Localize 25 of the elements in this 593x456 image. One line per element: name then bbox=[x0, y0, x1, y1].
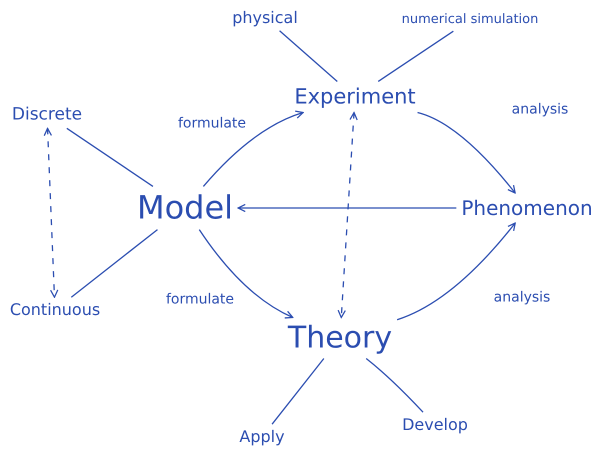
connector-line bbox=[378, 30, 454, 82]
arrow bbox=[237, 204, 456, 212]
concept-label: Apply bbox=[237, 427, 287, 447]
edge-label: analysis bbox=[492, 290, 552, 306]
arrow bbox=[396, 222, 516, 320]
edge-label: analysis bbox=[510, 102, 570, 118]
concept-label: numerical simulation bbox=[400, 12, 540, 28]
concept-label: physical bbox=[230, 8, 300, 28]
arrow bbox=[338, 112, 358, 318]
concept-label: Model bbox=[134, 189, 236, 227]
arrow bbox=[44, 128, 58, 298]
connector-line bbox=[279, 30, 338, 82]
connector-line bbox=[366, 358, 424, 413]
concept-label: Develop bbox=[400, 415, 470, 435]
arrow bbox=[202, 110, 304, 187]
connector-line bbox=[70, 229, 158, 298]
concept-label: Experiment bbox=[292, 84, 418, 110]
concept-label: Continuous bbox=[8, 300, 102, 320]
arrow bbox=[198, 229, 294, 318]
arrow bbox=[417, 112, 516, 194]
connector-line bbox=[272, 358, 324, 425]
concept-label: Discrete bbox=[10, 104, 84, 126]
concept-label: Theory bbox=[286, 320, 394, 356]
concept-label: Phenomenon bbox=[459, 196, 593, 220]
connector-line bbox=[66, 128, 154, 187]
